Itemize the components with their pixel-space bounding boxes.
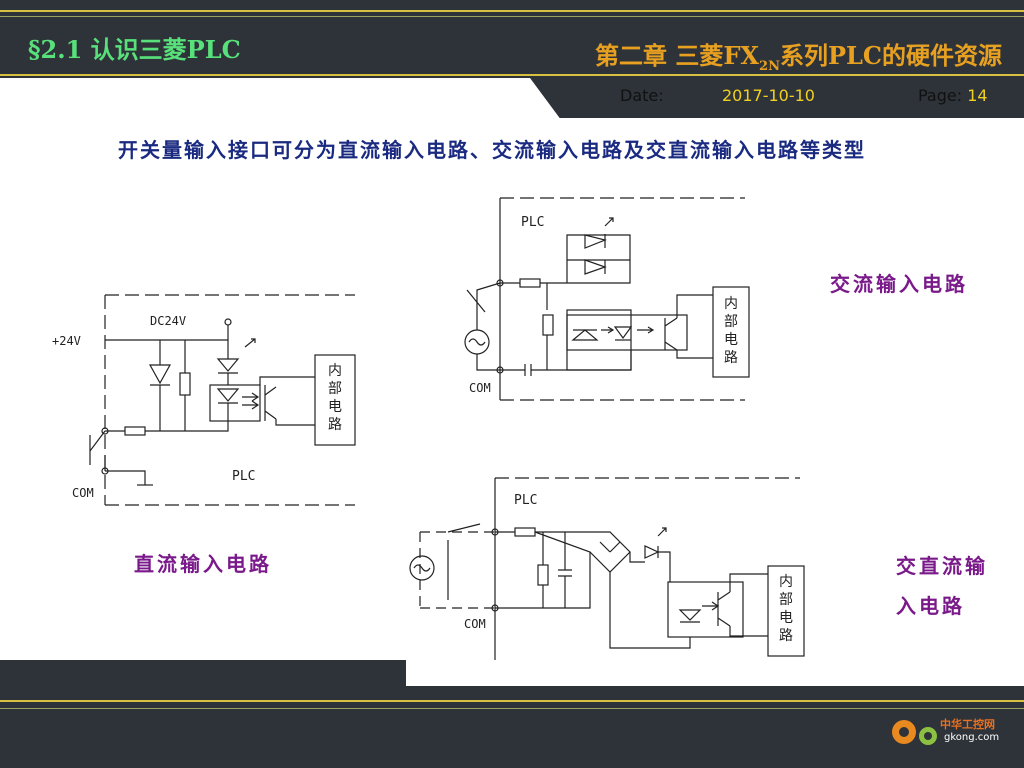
ac-com-label: COM — [469, 381, 491, 395]
label-acdc-input-2: 入电路 — [896, 594, 965, 618]
slide-heading: 开关量输入接口可分为直流输入电路、交流输入电路及交直流输入电路等类型 — [118, 138, 866, 162]
ac-internal-char-2: 部 — [724, 314, 738, 330]
chapter-title: 第二章 三菱FX2N系列PLC的硬件资源 — [595, 41, 1002, 74]
bottom-stripe — [0, 700, 1024, 702]
acdc-internal-char-3: 电 — [779, 610, 793, 626]
gear-icon — [892, 720, 937, 745]
label-ac-input: 交流输入电路 — [830, 272, 968, 296]
logo-text: 中华工控网 — [940, 718, 995, 731]
dc-internal-char-4: 路 — [328, 417, 342, 433]
dc-voltage-label: +24V — [52, 334, 81, 348]
acdc-plc-label: PLC — [514, 493, 537, 508]
section-title: §2.1 认识三菱PLC — [28, 35, 241, 64]
ac-internal-char-1: 内 — [724, 296, 738, 312]
dc-internal-char-2: 部 — [328, 381, 342, 397]
date-value: 2017-10-10 — [722, 86, 815, 105]
top-band — [0, 0, 1024, 78]
bottom-stripe-thin — [0, 708, 1024, 709]
label-dc-input: 直流输入电路 — [134, 552, 272, 576]
acdc-internal-char-1: 内 — [779, 574, 793, 590]
bottom-notch — [406, 660, 1024, 686]
dc-internal-char-1: 内 — [328, 363, 342, 379]
logo-url: gkong.com — [944, 732, 1000, 743]
dc-internal-char-3: 电 — [328, 399, 342, 415]
dc-supply-label: DC24V — [150, 314, 186, 328]
ac-internal-char-3: 电 — [724, 332, 738, 348]
header-wedge — [530, 78, 1024, 118]
top-stripe-bottom — [0, 74, 1024, 76]
dc-com-label: COM — [72, 486, 94, 500]
acdc-com-label: COM — [464, 617, 486, 631]
ac-internal-char-4: 路 — [724, 350, 738, 366]
ac-plc-label: PLC — [521, 215, 544, 230]
ac-input-circuit: PLC COM 内 部 电 路 — [464, 197, 750, 401]
date-label: Date: — [620, 86, 664, 105]
top-stripe-thin — [0, 16, 1024, 17]
page-number: Page: 14 — [918, 86, 988, 105]
dc-input-circuit: +24V DC24V PLC COM 内 部 电 路 — [52, 294, 356, 506]
top-stripe — [0, 10, 1024, 12]
acdc-internal-char-4: 路 — [779, 628, 793, 644]
acdc-internal-char-2: 部 — [779, 592, 793, 608]
acdc-input-circuit: PLC COM 内 部 电 路 — [409, 477, 805, 675]
dc-plc-label: PLC — [232, 469, 255, 484]
label-acdc-input-1: 交直流输 — [896, 554, 988, 578]
